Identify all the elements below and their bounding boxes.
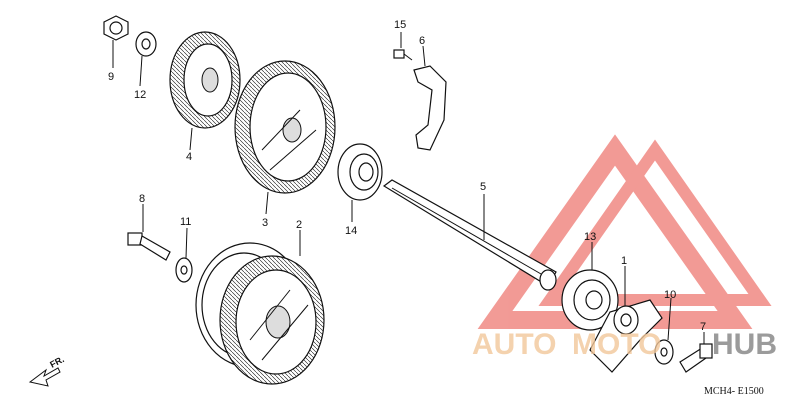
callout-8: 8 [139, 193, 145, 205]
diagram-code: MCH4- E1500 [704, 386, 764, 397]
callout-6: 6 [419, 35, 425, 47]
callout-5: 5 [480, 181, 486, 193]
nut-9 [103, 15, 129, 41]
shaft-5 [382, 179, 557, 291]
callout-1: 1 [621, 255, 627, 267]
callout-9: 9 [108, 71, 114, 83]
leader-lines [112, 32, 705, 344]
callout-14: 14 [345, 225, 357, 237]
bracket-6 [413, 65, 447, 151]
washer-12 [135, 31, 157, 57]
callout-4: 4 [186, 151, 192, 163]
washer-10 [654, 339, 674, 365]
callout-labels: 9 12 4 3 14 15 6 5 8 11 2 13 1 10 7 [108, 19, 706, 333]
callout-13: 13 [584, 231, 596, 243]
direction-label: FR. [48, 354, 65, 370]
callout-15: 15 [394, 19, 406, 31]
watermark-part-3: HUB [712, 328, 777, 361]
bolt-8 [127, 232, 171, 261]
gear-3 [234, 60, 336, 194]
bearing-13 [561, 269, 619, 331]
watermark-part-1: AUTO [472, 328, 556, 361]
clutch-gear-2 [195, 242, 325, 385]
plate-1 [589, 299, 663, 373]
bolt-7 [679, 343, 713, 373]
callout-2: 2 [296, 219, 302, 231]
callout-10: 10 [664, 289, 676, 301]
callout-12: 12 [134, 89, 146, 101]
watermark-text: AUTO MOTO HUB [472, 328, 777, 361]
callout-11: 11 [180, 216, 191, 228]
gear-4 [169, 31, 241, 129]
callout-7: 7 [700, 321, 706, 333]
washer-11 [175, 257, 193, 283]
watermark-part-2: MOTO [572, 328, 661, 361]
callout-3: 3 [262, 217, 268, 229]
bearing-14 [337, 143, 383, 201]
front-direction-arrow-icon: FR. [28, 354, 66, 387]
watermark-logo-icon [477, 134, 772, 329]
bolt-15 [393, 49, 413, 61]
